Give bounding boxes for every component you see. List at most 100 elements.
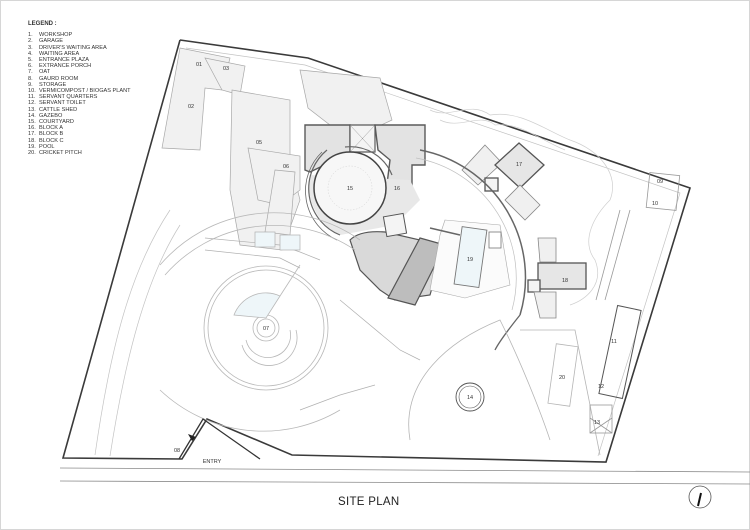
legend-item-number: 5. bbox=[28, 57, 33, 64]
label-13: 13 bbox=[594, 420, 600, 426]
central-arc bbox=[415, 149, 527, 351]
legend-item-number: 20. bbox=[28, 150, 36, 157]
legend-item-number: 4. bbox=[28, 50, 33, 57]
legend-item-number: 3. bbox=[28, 44, 33, 51]
entrance-path bbox=[204, 231, 421, 411]
legend-item: 10.VERMICOMPOST / BIOGAS PLANT bbox=[28, 88, 131, 94]
north-arrow-icon bbox=[688, 485, 712, 509]
legend-item-number: 17. bbox=[28, 131, 36, 138]
legend-title: LEGEND : bbox=[28, 21, 57, 27]
legend-item-label: EXTRANCE PORCH bbox=[39, 63, 92, 70]
legend-item: 17.BLOCK B bbox=[28, 131, 131, 137]
legend-item-label: COURTYARD bbox=[39, 119, 74, 126]
legend-item-number: 15. bbox=[28, 119, 36, 126]
legend-item-label: GARAGE bbox=[39, 38, 63, 45]
legend-item: 2. GARAGE bbox=[28, 38, 131, 44]
legend-item-number: 8. bbox=[28, 75, 33, 82]
pool-area bbox=[429, 219, 511, 299]
label-14: 14 bbox=[467, 395, 473, 401]
legend-item: 3. DRIVER'S WAITING AREA bbox=[28, 45, 131, 51]
block-b bbox=[461, 142, 545, 221]
label-10: 10 bbox=[652, 201, 658, 207]
drawing-title: SITE PLAN bbox=[338, 496, 400, 508]
legend-item: 6. EXTRANCE PORCH bbox=[28, 63, 131, 69]
legend-item-label: OAT bbox=[39, 69, 51, 76]
service-blocks bbox=[161, 47, 393, 251]
label-06: 06 bbox=[283, 164, 289, 170]
legend-item-number: 12. bbox=[28, 100, 36, 107]
label-08: 08 bbox=[174, 448, 180, 454]
legend-item-label: DRIVER'S WAITING AREA bbox=[39, 44, 107, 51]
legend-item: 7. OAT bbox=[28, 69, 131, 75]
label-16: 16 bbox=[394, 186, 400, 192]
legend-item-number: 10. bbox=[28, 88, 36, 95]
inner-boundary bbox=[94, 47, 681, 457]
landscape-contour bbox=[429, 108, 613, 306]
legend-item-number: 9. bbox=[28, 81, 33, 88]
legend-item: 18.BLOCK C bbox=[28, 138, 131, 144]
legend-item-label: BLOCK B bbox=[39, 131, 64, 138]
block-a bbox=[304, 124, 446, 306]
legend-item-label: SERVANT TOILET bbox=[39, 100, 86, 107]
label-02: 02 bbox=[188, 104, 194, 110]
legend-item-label: WORKSHOP bbox=[39, 32, 73, 39]
legend-item-label: CRICKET PITCH bbox=[39, 150, 82, 157]
legend-item-number: 11. bbox=[28, 94, 36, 101]
legend-item: 11.SERVANT QUARTERS bbox=[28, 94, 131, 100]
legend-item-label: GAZEBO bbox=[39, 112, 63, 119]
site-boundary bbox=[61, 39, 691, 463]
label-09: 09 bbox=[657, 179, 663, 185]
entry-label: ENTRY bbox=[203, 459, 222, 465]
entry-gate bbox=[178, 418, 261, 460]
entry-arrow-icon bbox=[188, 434, 196, 441]
legend-item: 14.GAZEBO bbox=[28, 113, 131, 119]
legend-item-label: BLOCK C bbox=[39, 137, 64, 144]
label-11: 11 bbox=[611, 339, 617, 345]
legend-item: 19.POOL bbox=[28, 144, 131, 150]
legend-item-label: WAITING AREA bbox=[39, 50, 80, 57]
legend-item: 12.SERVANT TOILET bbox=[28, 100, 131, 106]
garden-zone bbox=[408, 319, 601, 456]
label-19: 19 bbox=[467, 257, 473, 263]
label-17: 17 bbox=[516, 162, 522, 168]
label-01: 01 bbox=[196, 62, 202, 68]
legend-item: 16.BLOCK A bbox=[28, 125, 131, 131]
legend-item: 4. WAITING AREA bbox=[28, 51, 131, 57]
legend-item: 8. GAURD ROOM bbox=[28, 76, 131, 82]
legend-item-label: CATTLE SHED bbox=[39, 106, 78, 113]
legend-item-label: POOL bbox=[39, 143, 55, 150]
legend-item-label: GAURD ROOM bbox=[39, 75, 79, 82]
label-18: 18 bbox=[562, 278, 568, 284]
legend-item-number: 13. bbox=[28, 106, 36, 113]
label-03: 03 bbox=[223, 66, 229, 72]
legend-item-number: 14. bbox=[28, 112, 36, 119]
service-quarters bbox=[589, 172, 681, 434]
legend-item: 5. ENTRANCE PLAZA bbox=[28, 57, 131, 63]
legend-item-number: 18. bbox=[28, 137, 36, 144]
legend-item-number: 7. bbox=[28, 69, 33, 76]
legend-item-label: ENTRANCE PLAZA bbox=[39, 57, 90, 64]
legend-item-label: SERVANT QUARTERS bbox=[39, 94, 98, 101]
oat-amphitheatre bbox=[159, 212, 361, 432]
legend-list: 1. WORKSHOP 2. GARAGE 3. DRIVER'S WAITING ARE… bbox=[28, 32, 131, 156]
legend: LEGEND : 1. WORKSHOP 2. GARAGE 3. DRIVER'S WA… bbox=[28, 21, 131, 156]
road bbox=[59, 467, 750, 485]
legend-item-number: 1. bbox=[28, 32, 33, 39]
legend-item-label: VERMICOMPOST / BIOGAS PLANT bbox=[39, 88, 131, 95]
legend-item-label: BLOCK A bbox=[39, 125, 63, 132]
legend-item-number: 16. bbox=[28, 125, 36, 132]
label-20: 20 bbox=[559, 375, 565, 381]
legend-item-number: 19. bbox=[28, 143, 36, 150]
legend-item: 15.COURTYARD bbox=[28, 119, 131, 125]
label-12: 12 bbox=[598, 384, 604, 390]
label-05: 05 bbox=[256, 140, 262, 146]
label-15: 15 bbox=[347, 186, 353, 192]
legend-item-number: 2. bbox=[28, 38, 33, 45]
legend-item-number: 6. bbox=[28, 63, 33, 70]
legend-item: 1. WORKSHOP bbox=[28, 32, 131, 38]
legend-item-label: STORAGE bbox=[39, 81, 67, 88]
plan-labels: 01 02 03 05 06 07 08 09 10 11 12 13 14 1… bbox=[174, 62, 663, 465]
legend-item: 20.CRICKET PITCH bbox=[28, 150, 131, 156]
block-c bbox=[527, 237, 587, 319]
